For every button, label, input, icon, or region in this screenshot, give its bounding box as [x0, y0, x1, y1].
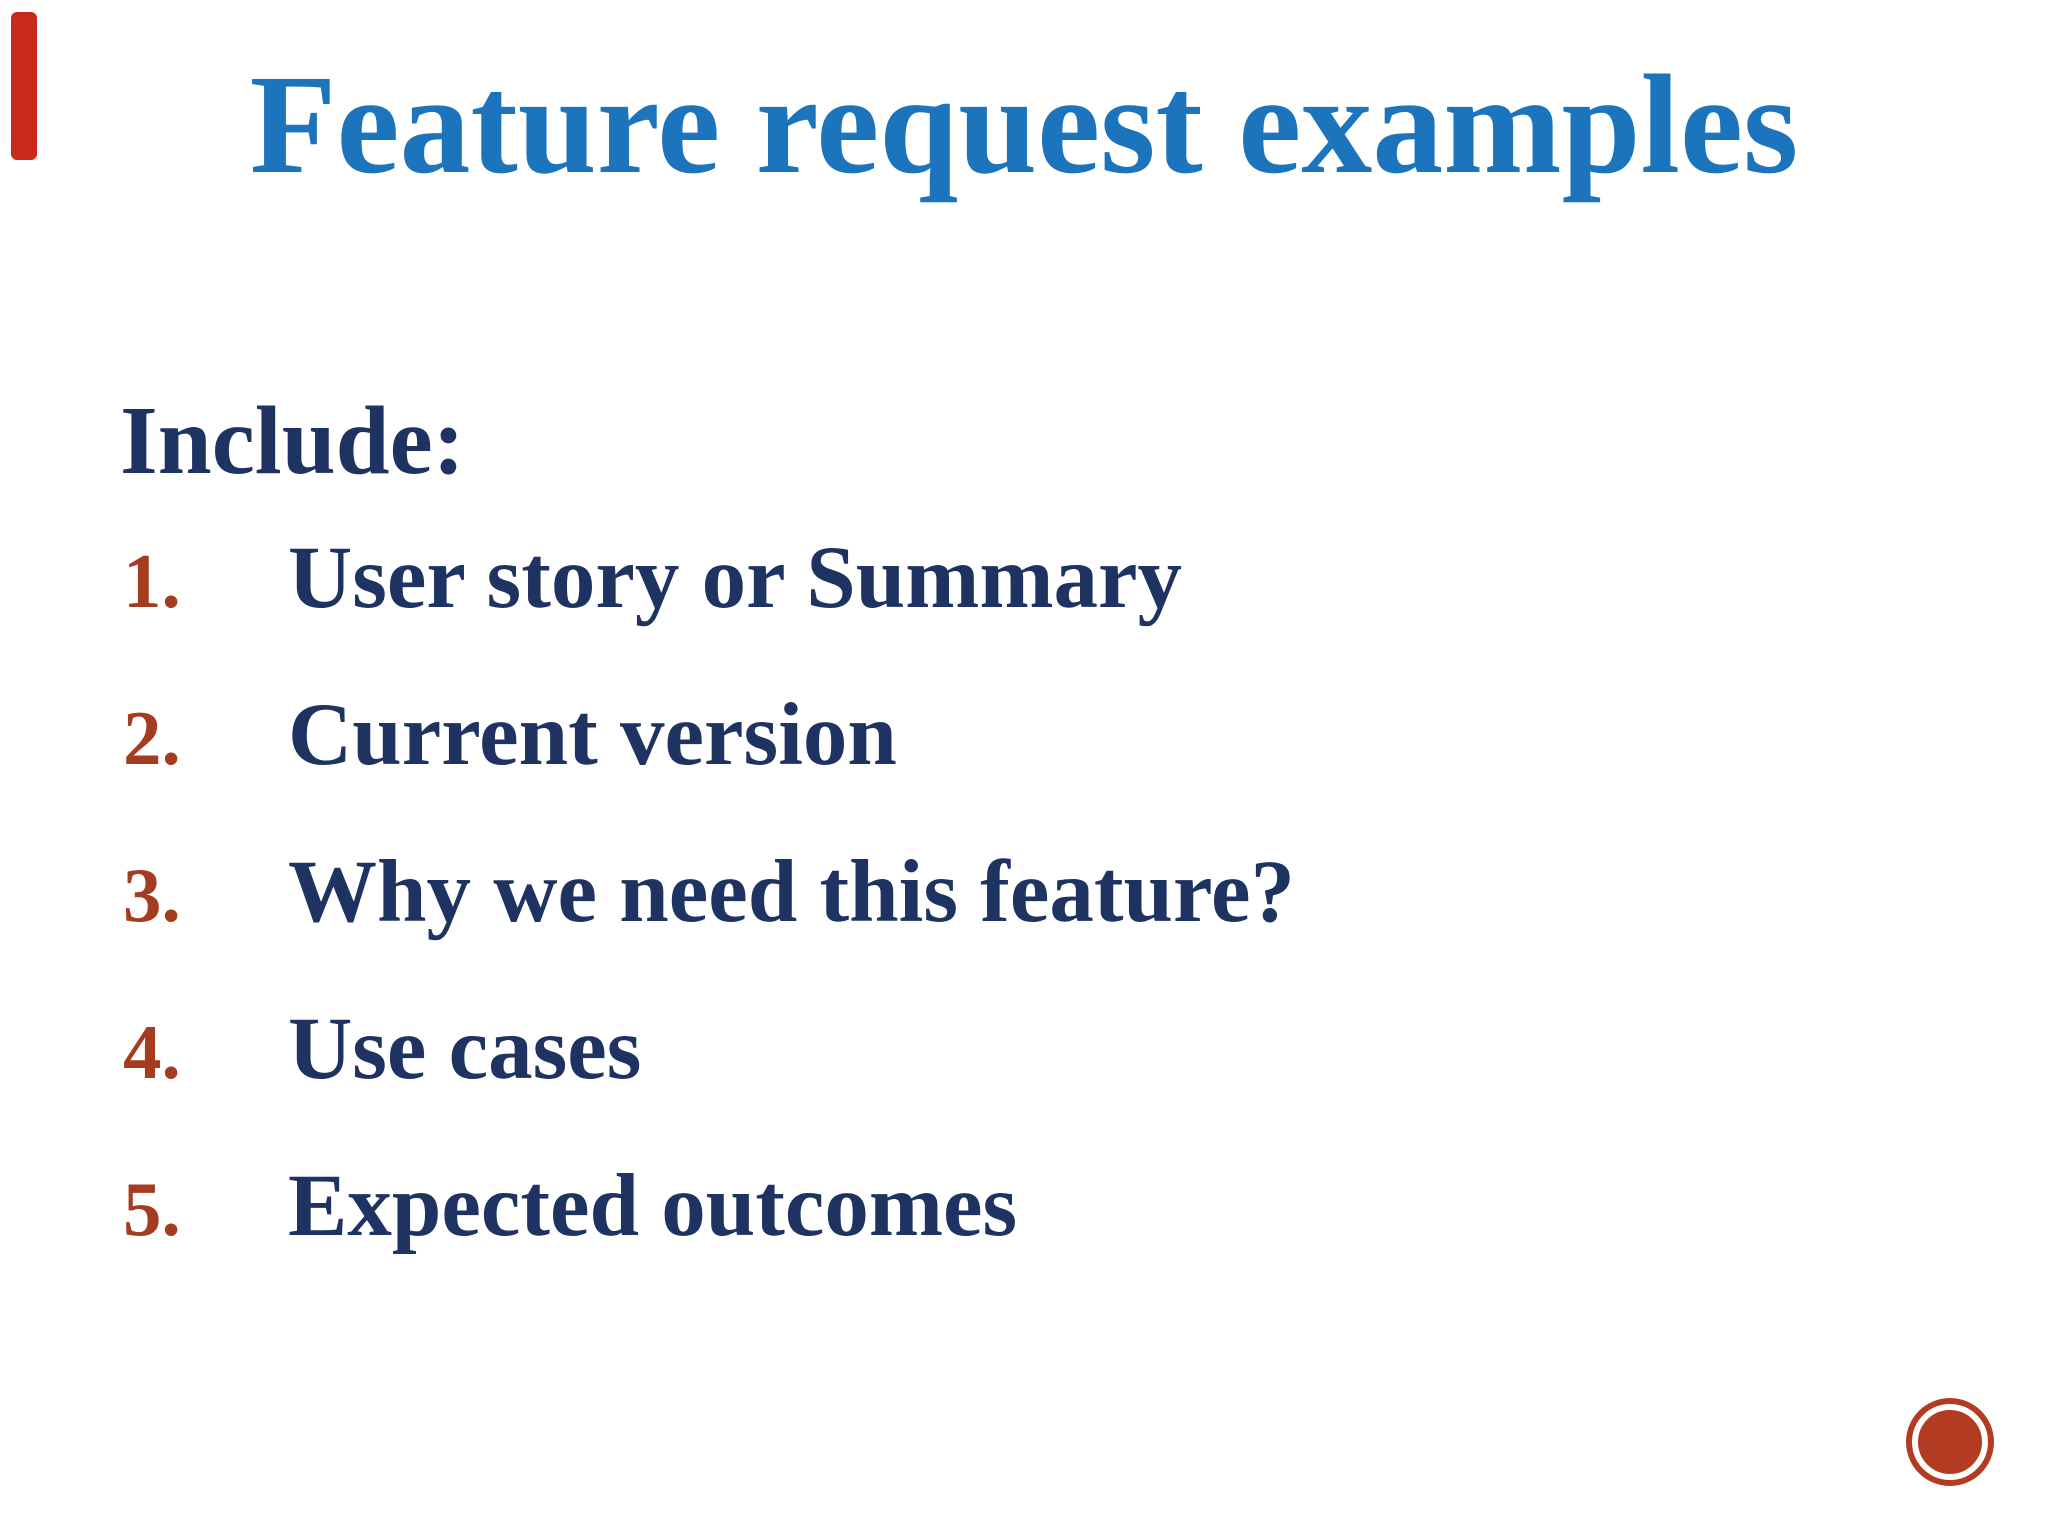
- list-item-label: Use cases: [288, 1000, 642, 1098]
- red-circle-badge: [1906, 1398, 1994, 1486]
- list-item: 3. Why we need this feature?: [123, 826, 1295, 983]
- list-item: 1. User story or Summary: [123, 512, 1295, 669]
- list-item: 4. Use cases: [123, 983, 1295, 1140]
- list-item-label: Why we need this feature?: [288, 843, 1295, 941]
- include-heading: Include:: [120, 387, 465, 494]
- list-item: 2. Current version: [123, 669, 1295, 826]
- numbered-list: 1. User story or Summary 2. Current versio…: [123, 512, 1295, 1297]
- list-item-number: 2.: [123, 695, 181, 781]
- slide-title: Feature request examples: [249, 45, 1799, 203]
- list-item-number: 5.: [123, 1166, 181, 1252]
- red-accent-bar: [11, 12, 37, 160]
- list-item-number: 3.: [123, 852, 181, 938]
- list-item-number: 1.: [123, 538, 181, 624]
- badge-inner-ring-icon: [1912, 1404, 1988, 1480]
- list-item-label: Current version: [288, 686, 897, 784]
- list-item-label: User story or Summary: [288, 529, 1182, 627]
- list-item-label: Expected outcomes: [288, 1157, 1018, 1255]
- list-item: 5. Expected outcomes: [123, 1140, 1295, 1297]
- list-item-number: 4.: [123, 1009, 181, 1095]
